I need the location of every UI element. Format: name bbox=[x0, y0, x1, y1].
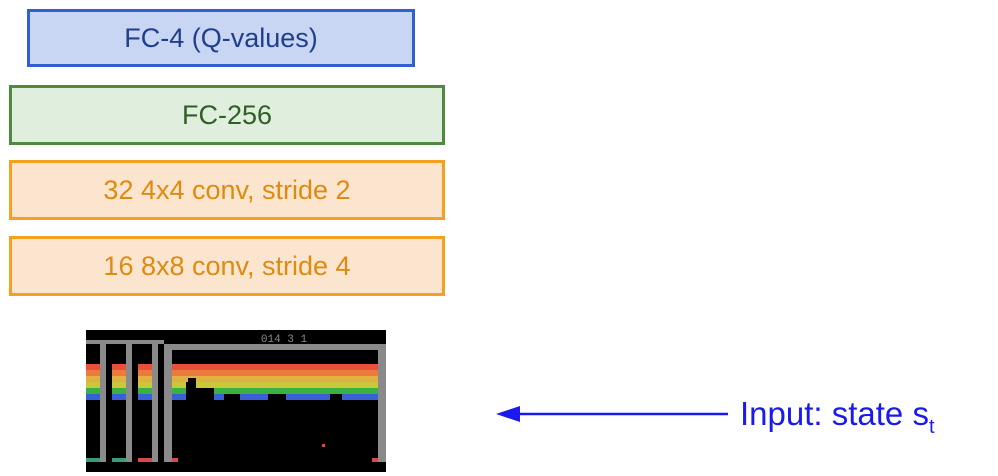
input-arrow-icon bbox=[496, 406, 728, 422]
score-readout: 014 3 1 bbox=[261, 334, 308, 346]
game-frame-back-2 bbox=[112, 330, 142, 472]
conv1-layer: 16 8x8 conv, stride 4 bbox=[9, 236, 445, 296]
fc256-layer: FC-256 bbox=[9, 85, 445, 145]
input-state-text: Input: state s bbox=[740, 395, 929, 432]
input-state-subscript: t bbox=[928, 416, 935, 438]
fc256-layer-label: FC-256 bbox=[181, 99, 273, 130]
conv2-layer: 32 4x4 conv, stride 2 bbox=[9, 160, 445, 220]
game-frame-back-3 bbox=[86, 330, 116, 472]
game-frame-back-1 bbox=[138, 330, 168, 472]
game-frame-front: 014 3 1 bbox=[164, 330, 386, 472]
conv2-layer-label: 32 4x4 conv, stride 2 bbox=[103, 174, 351, 205]
fc4-layer-label: FC-4 (Q-values) bbox=[124, 22, 318, 53]
input-state-label: Input: state st bbox=[740, 395, 935, 439]
stacked-game-frames-image: 014 3 1 bbox=[86, 330, 386, 472]
fc4-q-values-layer: FC-4 (Q-values) bbox=[27, 9, 415, 67]
conv1-layer-label: 16 8x8 conv, stride 4 bbox=[103, 250, 351, 281]
